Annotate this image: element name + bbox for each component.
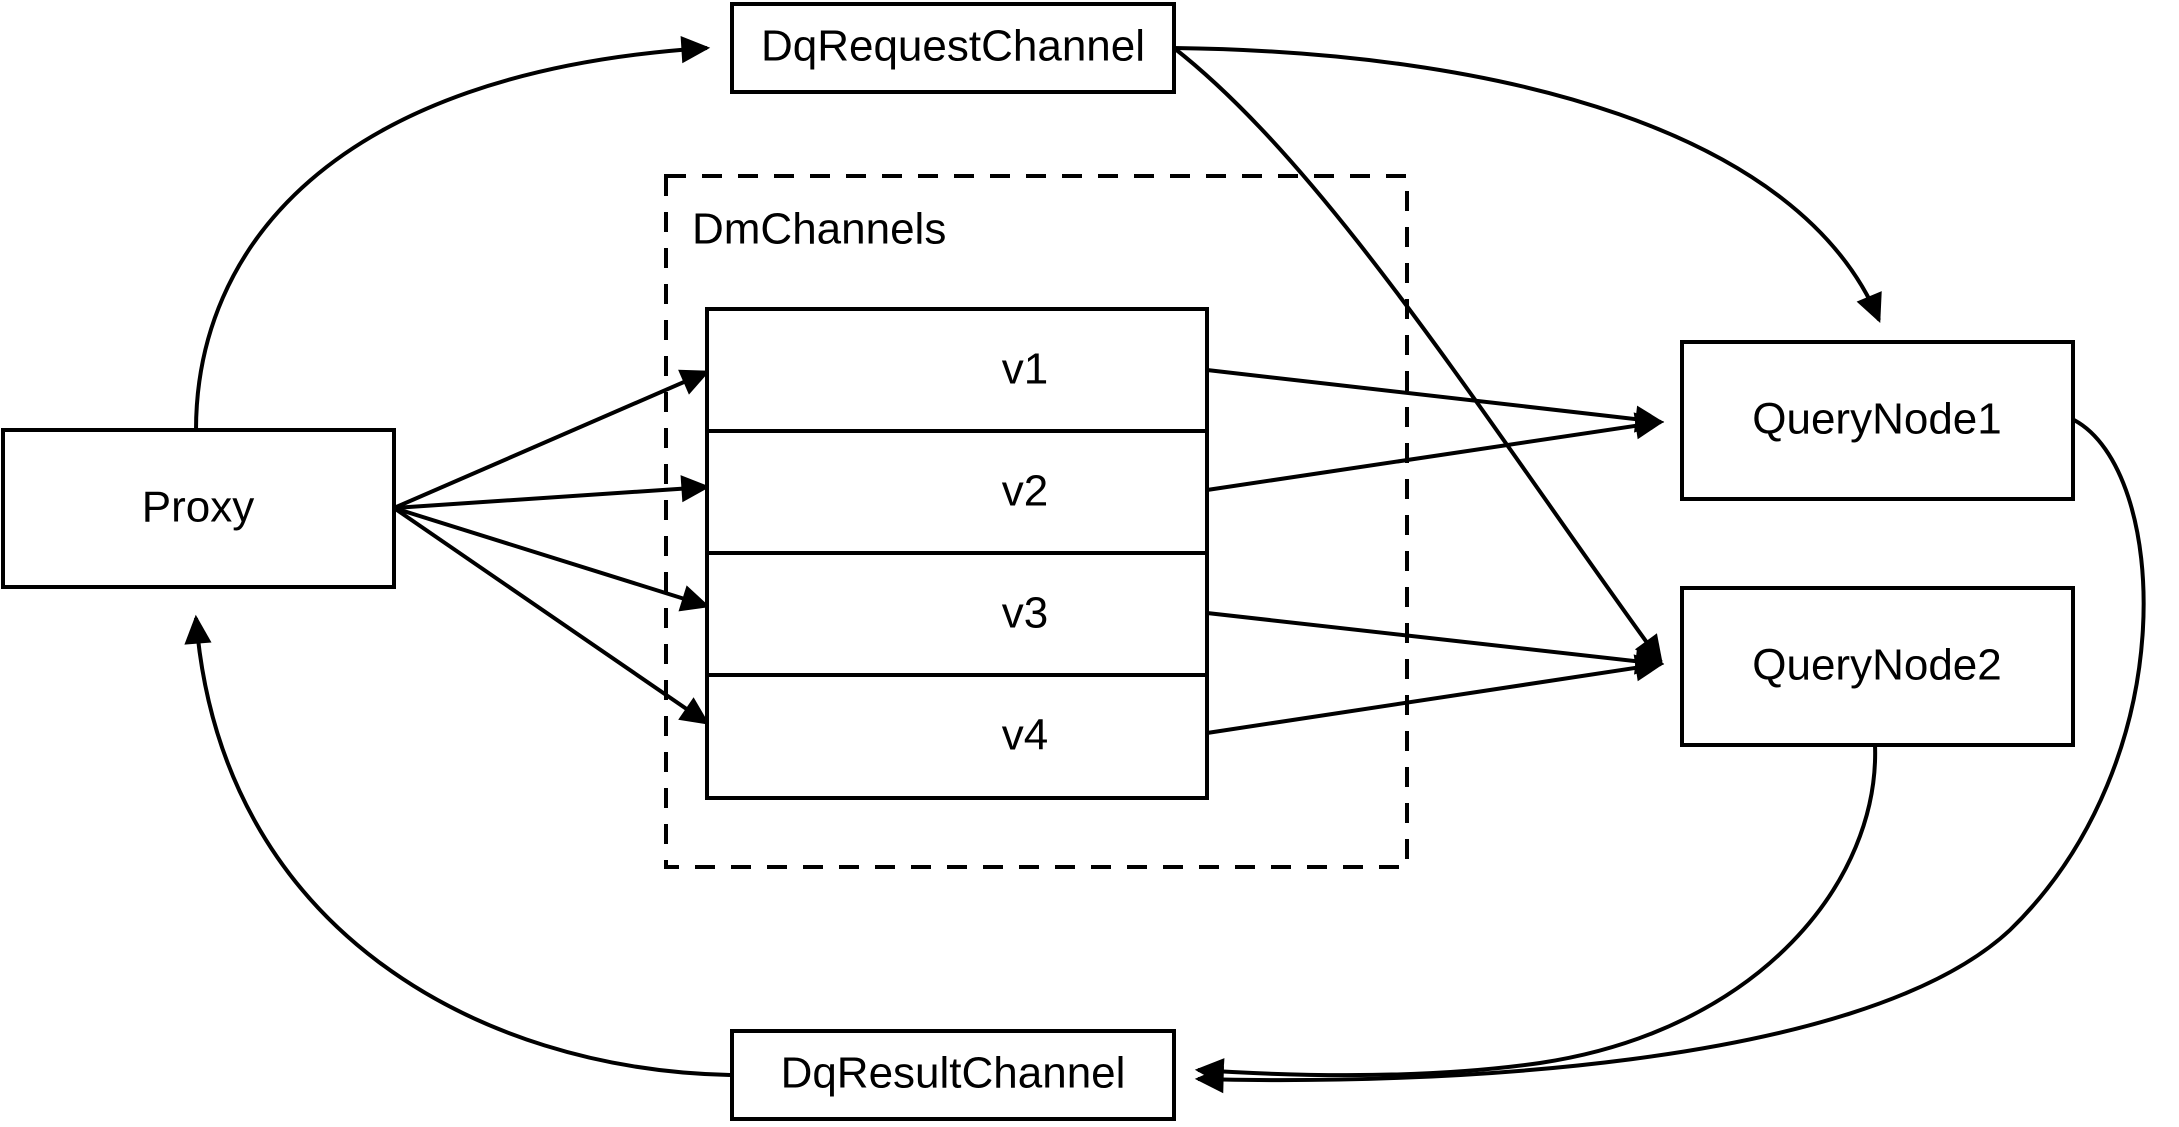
edge-proxy-to-v4 bbox=[392, 506, 710, 725]
node-querynode1-label: QueryNode1 bbox=[1752, 395, 2001, 444]
node-dqresultchannel-label: DqResultChannel bbox=[781, 1049, 1126, 1098]
edge-proxy-to-dqrequestchannel bbox=[194, 36, 711, 431]
node-proxy-label: Proxy bbox=[142, 483, 254, 532]
edge-v1-to-querynode1 bbox=[1206, 368, 1665, 433]
edge-proxy-to-v2 bbox=[393, 475, 711, 510]
edge-v3-to-querynode2 bbox=[1206, 611, 1665, 675]
dmchannels-group-label: DmChannels bbox=[692, 205, 946, 254]
node-dqrequestchannel-box[interactable] bbox=[730, 2, 1176, 94]
node-querynode1-box[interactable] bbox=[1680, 340, 2075, 501]
node-dqrequestchannel-label: DqRequestChannel bbox=[761, 22, 1145, 71]
dmchannel-cell-v4: v4 bbox=[1002, 711, 1048, 760]
edge-proxy-to-v1 bbox=[393, 369, 710, 510]
edge-dqrequestchannel-to-querynode1 bbox=[1173, 46, 1882, 323]
node-proxy-box[interactable] bbox=[1, 428, 396, 589]
edge-dqrequestchannel-to-querynode2 bbox=[1172, 46, 1663, 665]
edge-v2-to-querynode1 bbox=[1206, 412, 1665, 492]
edge-dqresultchannel-to-proxy bbox=[184, 614, 731, 1077]
edge-querynode1-to-dqresultchannel bbox=[1194, 418, 2146, 1094]
dmchannel-cell-v1: v1 bbox=[1002, 345, 1048, 394]
node-dqresultchannel-box[interactable] bbox=[730, 1029, 1176, 1121]
dmchannel-cell-v3: v3 bbox=[1002, 589, 1048, 638]
dmchannels-group-box bbox=[664, 174, 1409, 869]
edge-v4-to-querynode2 bbox=[1206, 654, 1665, 735]
dmchannel-cell-v2: v2 bbox=[1002, 467, 1048, 516]
node-querynode2-label: QueryNode2 bbox=[1752, 641, 2001, 690]
edge-querynode2-to-dqresultchannel bbox=[1194, 744, 1878, 1086]
edge-proxy-to-v3 bbox=[393, 506, 711, 612]
node-querynode2-box[interactable] bbox=[1680, 586, 2075, 747]
